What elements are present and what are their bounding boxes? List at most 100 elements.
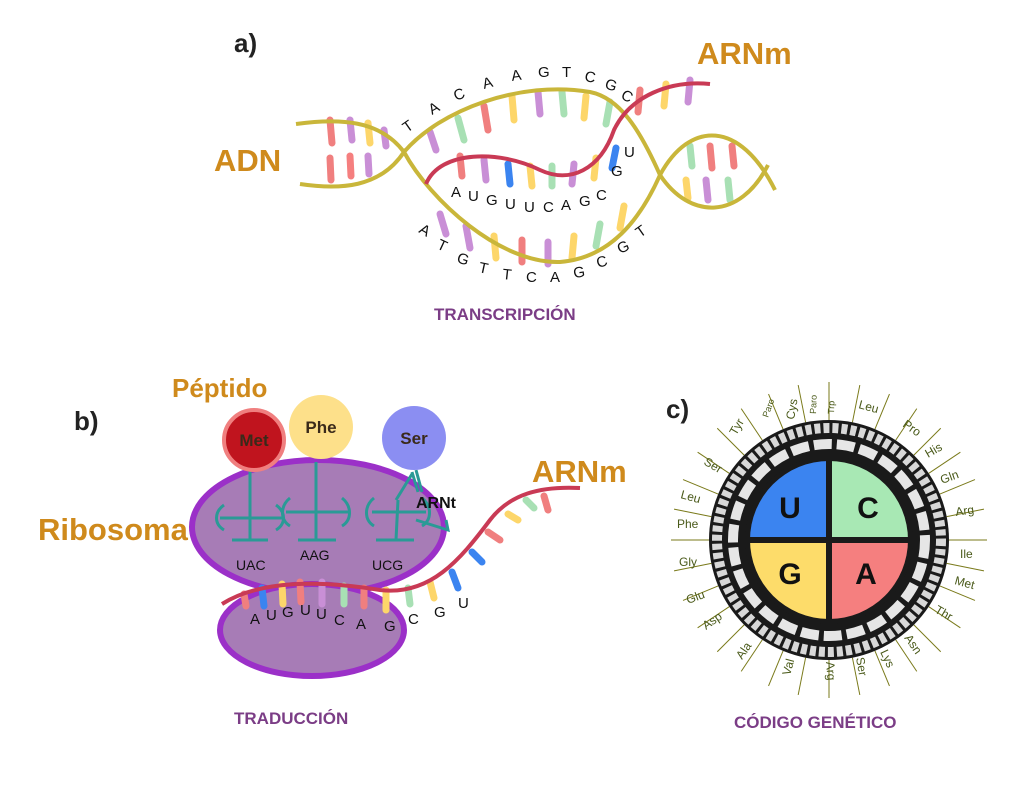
wheel-spoke	[928, 606, 961, 629]
bottom-strand-bases: A T G T T C A G C G T	[416, 221, 650, 286]
bottom-base: T	[434, 236, 449, 255]
genetic-code-caption: CÓDIGO GENÉTICO	[734, 713, 896, 732]
transcription-caption: TRANSCRIPCIÓN	[434, 305, 576, 324]
mrna-base-b: G	[282, 604, 294, 621]
wheel-spoke	[682, 479, 719, 495]
aa-label: Ala	[733, 639, 755, 662]
ribosome-large-subunit	[189, 457, 447, 597]
wheel-spoke	[682, 585, 719, 601]
bottom-base: A	[550, 269, 560, 286]
dna-strand-bottom	[299, 148, 770, 265]
wheel-spoke	[673, 508, 712, 518]
panel-a-label: a)	[234, 28, 257, 58]
mrna-base: C	[543, 199, 554, 216]
code-wheel-ring-3	[712, 423, 946, 657]
amino-acid-ser	[382, 406, 446, 470]
anticodon: UCG	[372, 557, 403, 573]
mrna-base: G	[579, 193, 591, 210]
amino-acid-phe-label: Phe	[305, 418, 336, 437]
mrna-base-b: A	[250, 611, 260, 628]
anticodon: UAC	[236, 557, 266, 573]
mrna-strand-a	[424, 81, 711, 185]
mrna-base: C	[596, 187, 607, 204]
top-base: T	[400, 117, 417, 136]
bottom-base: G	[455, 250, 471, 270]
dna-base-pairs	[326, 76, 738, 268]
aa-label: Cys	[783, 398, 800, 421]
wheel-spoke	[874, 650, 890, 687]
code-wheel-ring-2-fill	[728, 439, 930, 641]
wheel-spoke	[673, 562, 712, 572]
mrna-label-a: ARNm	[697, 36, 792, 71]
quadrant-g	[750, 540, 829, 619]
aa-label: Leu	[857, 397, 880, 416]
aa-label: Pro	[900, 417, 924, 439]
trna-label: ARNt	[416, 495, 457, 512]
top-base: C	[583, 68, 597, 87]
bottom-base: T	[502, 266, 513, 284]
amino-acid-phe	[289, 395, 353, 459]
bottom-base: C	[526, 269, 537, 286]
wheel-spoke	[797, 657, 807, 696]
trna-molecules	[215, 462, 450, 542]
mrna-base-b: A	[356, 616, 366, 633]
mrna-base: U	[468, 188, 479, 205]
aa-label: Arg	[954, 503, 974, 519]
wheel-spoke	[946, 508, 985, 518]
wheel-spoke	[797, 384, 807, 423]
code-wheel-spokes	[671, 382, 987, 698]
wheel-spoke	[716, 624, 745, 653]
aa-label: Gly	[679, 555, 697, 569]
bottom-base: T	[477, 259, 490, 278]
peptide-label: Péptido	[172, 373, 267, 403]
top-strand-bases: T A C A A G T C G C	[400, 64, 636, 136]
mrna-bases-b: A U G U U C A G C G U	[250, 595, 469, 635]
wheel-spoke	[716, 427, 745, 456]
mrna-base: A	[561, 197, 571, 214]
quadrant-u-letter: U	[779, 492, 801, 525]
wheel-spoke	[895, 408, 918, 441]
aa-label: Lys	[877, 647, 897, 669]
quadrant-a	[829, 540, 908, 619]
mrna-base-b: G	[384, 618, 396, 635]
aa-label: Trp	[826, 401, 836, 415]
top-base: A	[426, 99, 443, 119]
translation-caption: TRADUCCIÓN	[234, 709, 348, 728]
ribosome-label: Ribosoma	[38, 512, 189, 547]
top-base: A	[481, 74, 495, 93]
mrna-base-b: U	[316, 606, 327, 623]
aa-label: Leu	[679, 487, 702, 506]
mrna-base-b: U	[266, 607, 277, 624]
wheel-spoke	[768, 650, 784, 687]
aa-label: Ile	[960, 547, 973, 561]
mrna-base: A	[451, 184, 461, 201]
mrna-base: U	[505, 196, 516, 213]
quadrant-g-letter: G	[778, 558, 801, 591]
aa-label: Thr	[933, 602, 956, 623]
wheel-spoke	[740, 639, 763, 672]
mrna-base: U	[624, 144, 635, 161]
aa-label: Ser	[853, 656, 870, 677]
bottom-base: C	[594, 252, 609, 271]
aa-label: Met	[953, 573, 977, 592]
amino-acid-met-label: Met	[239, 431, 269, 450]
aa-label: Gln	[938, 467, 960, 487]
bottom-base: G	[615, 237, 633, 257]
mrna-base-b: U	[300, 602, 311, 619]
aa-label: Paro	[808, 395, 819, 414]
mrna-base-b: C	[408, 611, 419, 628]
mrna-base-b: C	[334, 612, 345, 629]
mrna-label-b: ARNm	[532, 454, 627, 489]
bottom-base: T	[633, 222, 650, 241]
wheel-spoke	[913, 427, 942, 456]
quadrant-u	[750, 461, 829, 540]
mrna-base: G	[611, 163, 623, 180]
amino-acid-ser-label: Ser	[400, 429, 428, 448]
bottom-base: G	[572, 264, 586, 282]
amino-acid-met	[222, 408, 286, 472]
aa-label: Tyr	[726, 416, 746, 437]
wheel-spoke	[939, 479, 976, 495]
bottom-base: A	[416, 221, 433, 241]
anticodon: AAG	[300, 547, 330, 563]
